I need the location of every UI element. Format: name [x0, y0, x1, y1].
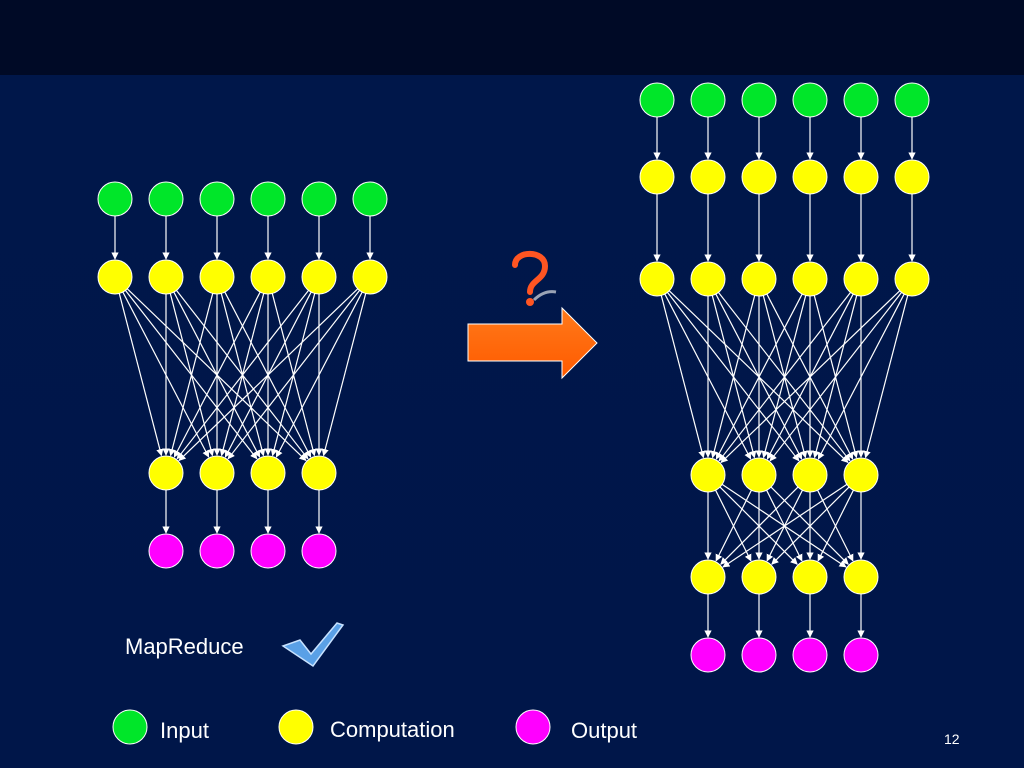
edge	[769, 292, 903, 462]
edge	[321, 293, 367, 457]
output-node	[843, 637, 879, 673]
computation-node	[250, 259, 286, 295]
input-node	[843, 82, 879, 118]
edge	[118, 293, 164, 457]
edge	[178, 288, 359, 462]
input-node	[199, 181, 235, 217]
edge	[715, 293, 803, 460]
input-node	[148, 181, 184, 217]
output-node	[199, 533, 235, 569]
legend-swatch-computation	[278, 709, 314, 745]
computation-node	[894, 261, 930, 297]
legend-swatch-output	[515, 709, 551, 745]
input-node	[639, 82, 675, 118]
computation-node	[792, 159, 828, 195]
page-number: 12	[944, 731, 960, 747]
edge	[722, 483, 848, 568]
computation-node	[301, 455, 337, 491]
computation-node	[741, 159, 777, 195]
input-node	[792, 82, 828, 118]
computation-node	[792, 261, 828, 297]
mapreduce-edges	[111, 216, 374, 534]
output-node	[301, 533, 337, 569]
computation-node	[690, 261, 726, 297]
computation-node	[148, 259, 184, 295]
edge	[710, 295, 756, 459]
computation-node	[148, 455, 184, 491]
computation-node	[639, 159, 675, 195]
computation-node	[690, 559, 726, 595]
computation-node	[97, 259, 133, 295]
output-node	[148, 533, 184, 569]
computation-node	[843, 457, 879, 493]
input-node	[250, 181, 286, 217]
complex-dataflow-graph	[639, 82, 930, 673]
legend-label-computation: Computation	[330, 717, 455, 742]
edge	[863, 295, 909, 459]
legend-label-output: Output	[571, 718, 638, 743]
computation-node	[301, 259, 337, 295]
edge	[771, 486, 850, 565]
computation-node	[199, 455, 235, 491]
computation-node	[894, 159, 930, 195]
input-node	[301, 181, 337, 217]
legend-swatch-input	[112, 709, 148, 745]
edge	[660, 295, 706, 459]
input-node	[97, 181, 133, 217]
computation-node	[741, 261, 777, 297]
mapreduce-nodes	[97, 181, 388, 569]
edge	[227, 290, 361, 460]
edge	[715, 489, 752, 562]
computation-node	[843, 559, 879, 595]
edge	[720, 290, 901, 464]
legend-label-input: Input	[160, 718, 209, 743]
computation-node	[352, 259, 388, 295]
computation-node	[199, 259, 235, 295]
right-arrow-icon	[467, 306, 598, 380]
mapreduce-graph	[97, 181, 388, 569]
computation-node	[741, 457, 777, 493]
edge	[176, 290, 310, 460]
mapreduce-label: MapReduce	[125, 634, 244, 659]
complex-edges	[653, 117, 916, 638]
computation-node	[843, 261, 879, 297]
edge	[817, 489, 854, 562]
computation-node	[690, 159, 726, 195]
edge	[275, 291, 363, 458]
input-node	[894, 82, 930, 118]
legend	[112, 709, 551, 745]
edge	[718, 292, 852, 462]
output-node	[741, 637, 777, 673]
input-node	[352, 181, 388, 217]
computation-node	[250, 455, 286, 491]
edge	[817, 293, 905, 460]
complex-nodes	[639, 82, 930, 673]
computation-node	[639, 261, 675, 297]
computation-node	[690, 457, 726, 493]
computation-node	[843, 159, 879, 195]
input-node	[741, 82, 777, 118]
question-mark-icon	[512, 250, 557, 306]
computation-node	[792, 559, 828, 595]
edge	[173, 291, 261, 458]
check-mark-icon	[281, 622, 345, 668]
edge	[720, 486, 799, 565]
output-node	[792, 637, 828, 673]
output-node	[690, 637, 726, 673]
computation-node	[792, 457, 828, 493]
output-node	[250, 533, 286, 569]
edge	[168, 293, 214, 457]
input-node	[690, 82, 726, 118]
computation-node	[741, 559, 777, 595]
